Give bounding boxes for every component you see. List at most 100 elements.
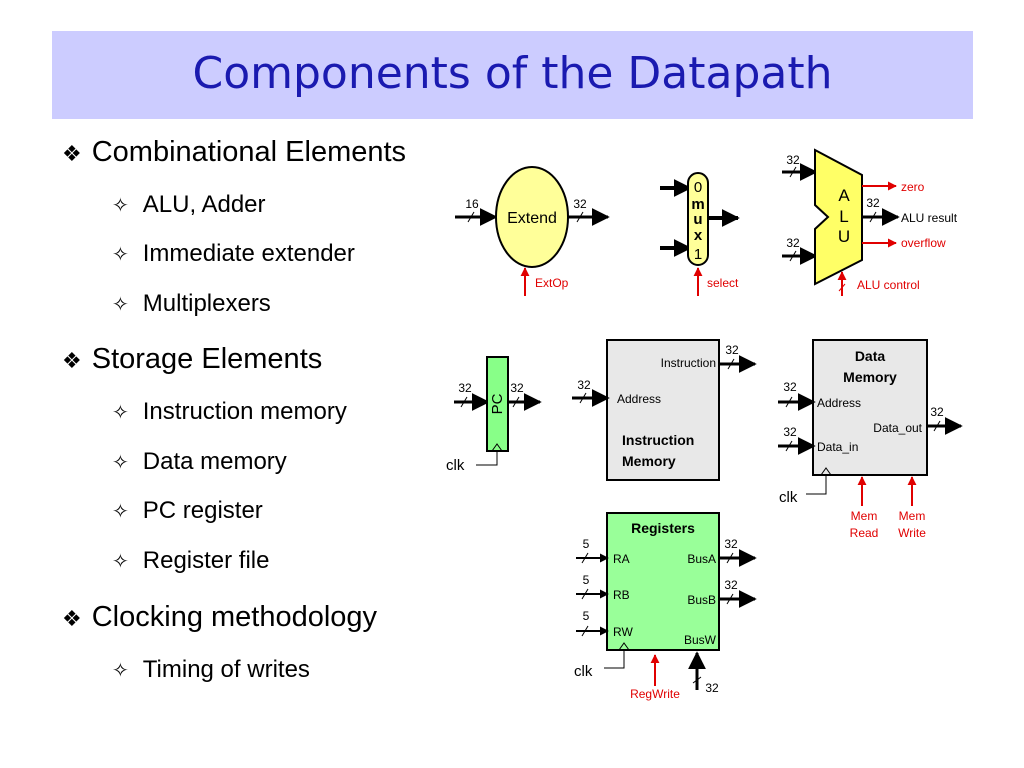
alu-control-label: ALU control <box>857 278 920 292</box>
rb-label: RB <box>613 588 630 602</box>
bus-slash <box>581 588 589 600</box>
rw-label: RW <box>613 625 633 639</box>
busb-width: 32 <box>724 578 738 592</box>
alu-input-b-width: 32 <box>786 236 800 250</box>
star-bullet-icon: ✧ <box>112 551 129 573</box>
regs-box <box>606 512 720 651</box>
dmem-box <box>812 339 928 476</box>
star-bullet-icon: ✧ <box>112 402 129 424</box>
diamond-bullet-icon: ❖ <box>62 606 82 631</box>
sub-bullet-label: Data memory <box>142 448 287 475</box>
dmem-address-label: Address <box>817 396 861 410</box>
mux-label-0: 0 <box>694 179 702 196</box>
diamond-bullet-icon: ❖ <box>62 141 82 166</box>
sub-bullet-label: Multiplexers <box>142 290 271 317</box>
busw-label: BusW <box>684 633 717 647</box>
dmem-datain-width: 32 <box>783 425 797 439</box>
imem-out-label: Instruction <box>661 356 716 370</box>
bus-slash <box>692 676 702 684</box>
sub-bullet-label: Timing of writes <box>142 656 310 683</box>
overflow-label: overflow <box>901 236 946 250</box>
star-bullet-icon: ✧ <box>112 660 129 682</box>
dmem-output-width: 32 <box>930 405 944 419</box>
mux-unit: 0 m u x 1 select <box>660 172 740 296</box>
sub-bullet: ✧ Instruction memory <box>112 398 347 426</box>
bullet-label: Clocking methodology <box>91 601 378 633</box>
bus-slash <box>785 396 793 408</box>
busa-label: BusA <box>687 552 716 566</box>
title-bar: Components of the Datapath <box>52 31 973 119</box>
regs-clock-wire <box>604 650 625 669</box>
memread-line2: Read <box>850 526 879 540</box>
dmem-clock-wire <box>806 475 827 495</box>
regwrite-label: RegWrite <box>630 687 680 701</box>
alu-letter-u: U <box>838 227 850 246</box>
mux-label-1: 1 <box>694 246 702 263</box>
sub-bullet: ✧ Register file <box>112 547 269 575</box>
sub-bullet: ✧Immediate extender <box>112 240 355 268</box>
imem-output-width: 32 <box>725 343 739 357</box>
alu-result-label: ALU result <box>901 211 958 225</box>
zero-label: zero <box>901 180 925 194</box>
dmem-datain-label: Data_in <box>817 440 858 454</box>
bullet-storage: ❖Storage Elements <box>62 343 322 376</box>
dmem-name-line1: Data <box>855 348 886 364</box>
bullet-combinational: ❖ Combinational Elements <box>62 136 406 169</box>
bus-slash <box>460 396 468 408</box>
pc-input-width: 32 <box>458 381 472 395</box>
clock-triangle-icon <box>618 642 630 651</box>
alu-output-width: 32 <box>866 196 880 210</box>
bus-slash <box>933 420 941 432</box>
bus-slash <box>512 396 520 408</box>
dmem-out-label: Data_out <box>873 421 922 435</box>
sub-bullet: ✧ALU, Adder <box>112 191 266 219</box>
star-bullet-icon: ✧ <box>112 294 129 316</box>
alu-input-a-width: 32 <box>786 153 800 167</box>
bus-slash <box>838 283 846 292</box>
sub-bullet-label: Register file <box>142 547 270 574</box>
rb-width: 5 <box>583 573 590 587</box>
imem-name-line2: Memory <box>622 453 676 469</box>
star-bullet-icon: ✧ <box>112 244 129 266</box>
clock-triangle-icon <box>491 443 503 452</box>
memwrite-line1: Mem <box>899 509 926 523</box>
bus-slash <box>726 552 734 564</box>
alu-letter-a: A <box>838 186 850 205</box>
bus-slash <box>576 211 584 223</box>
busb-label: BusB <box>687 593 716 607</box>
alu-letter-l: L <box>839 207 848 226</box>
bus-slash <box>789 250 797 262</box>
sub-bullet: ✧ Data memory <box>112 448 287 476</box>
imem-address-label: Address <box>617 392 661 406</box>
bus-slash <box>581 552 589 564</box>
extend-output-width: 32 <box>573 197 587 211</box>
sub-bullet-label: ALU, Adder <box>142 191 266 218</box>
star-bullet-icon: ✧ <box>112 452 129 474</box>
bus-slash <box>789 166 797 178</box>
bullet-clocking: ❖ Clocking methodology <box>62 601 377 634</box>
bus-slash <box>579 392 587 404</box>
memread-line1: Mem <box>851 509 878 523</box>
data-memory: Data Memory 32 Address Data_out 32 32 Da… <box>778 339 963 540</box>
extend-input-width: 16 <box>465 197 479 211</box>
pc-clock-label: clk <box>446 457 465 474</box>
pc-label: PC <box>489 393 506 414</box>
sub-bullet: ✧ Timing of writes <box>112 656 310 684</box>
sub-bullet-label: Instruction memory <box>142 398 347 425</box>
bus-slash <box>869 211 877 223</box>
mux-label-m: m <box>691 196 704 213</box>
regs-name: Registers <box>631 520 695 536</box>
bus-slash <box>726 593 734 605</box>
bus-slash <box>785 440 793 452</box>
pc-clock-wire <box>476 451 498 466</box>
imem-name-line1: Instruction <box>622 432 694 448</box>
register-file: Registers 5 RA 5 RB 5 RW BusA 32 BusB 32… <box>574 512 757 701</box>
ra-width: 5 <box>583 537 590 551</box>
imem-address-width: 32 <box>577 378 591 392</box>
bullet-label: Combinational Elements <box>91 136 407 168</box>
bus-slash <box>727 358 735 370</box>
regs-clock-label: clk <box>574 663 593 680</box>
pc-register: 32 PC 32 clk <box>446 356 542 474</box>
diamond-bullet-icon: ❖ <box>62 348 82 373</box>
